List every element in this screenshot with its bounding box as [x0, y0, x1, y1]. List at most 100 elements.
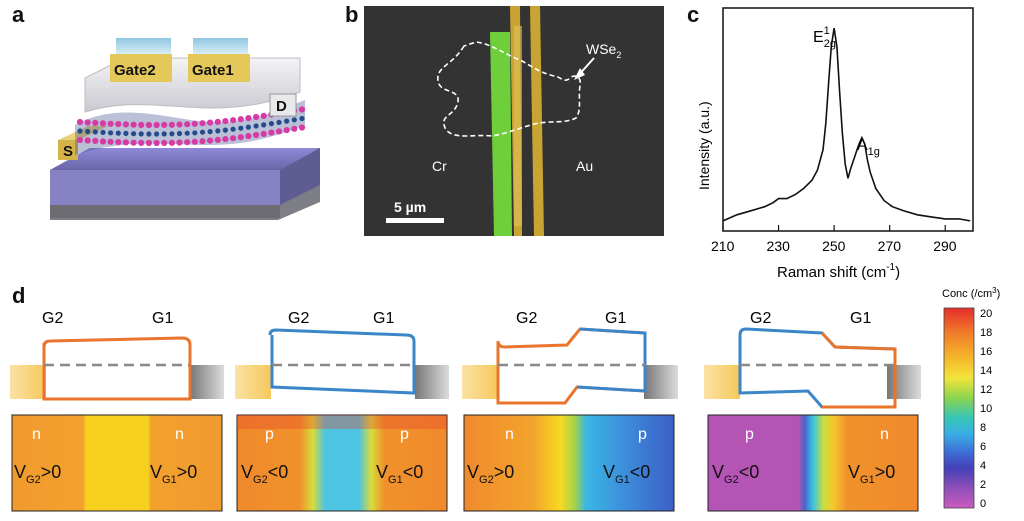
atom	[92, 119, 99, 126]
atom	[85, 128, 91, 135]
panel-label-d: d	[12, 283, 26, 308]
atom	[245, 124, 251, 130]
atom	[138, 139, 145, 146]
atom	[107, 120, 114, 127]
band-diagram-panel: G2 G1 n n VG2>0 VG1>0 G2 G1 p p VG2<0 VG…	[10, 286, 1000, 512]
atom	[115, 121, 122, 128]
panel-label-a: a	[12, 2, 25, 27]
atom	[184, 121, 191, 128]
atom	[283, 127, 290, 134]
svg-text:n: n	[32, 426, 41, 443]
atom	[146, 131, 152, 137]
x-axis-label: Raman shift (cm-1)	[777, 262, 900, 281]
atom	[115, 139, 122, 146]
atom	[207, 137, 214, 144]
panel-label-c: c	[687, 2, 700, 27]
atom	[176, 130, 183, 137]
atom	[222, 127, 228, 133]
atom	[92, 137, 99, 144]
peak-a1g-label: A1g	[857, 137, 880, 158]
svg-text:VG1>0: VG1>0	[848, 462, 895, 486]
colorbar-tick-label: 16	[980, 346, 992, 358]
atom	[299, 115, 305, 122]
svg-text:G2: G2	[288, 310, 309, 327]
svg-text:p: p	[400, 426, 409, 443]
x-tick-label: 210	[711, 238, 735, 254]
atom	[92, 129, 98, 135]
atom	[107, 138, 114, 145]
cr-electrode	[490, 32, 512, 236]
atom	[298, 106, 306, 113]
svg-text:VG2>0: VG2>0	[467, 462, 514, 486]
atom	[207, 119, 214, 126]
atom	[138, 121, 145, 128]
svg-text:VG2<0: VG2<0	[241, 462, 288, 486]
concentration-map	[11, 414, 223, 512]
band-subpanel-3: G2 G1 n p VG2>0 VG1<0	[462, 310, 678, 512]
g1-label: G1	[152, 310, 173, 327]
gate1-electrode: Gate1	[188, 38, 250, 82]
atom	[138, 131, 144, 137]
atom	[230, 117, 237, 124]
atom	[130, 139, 137, 146]
wse2-label: WSe2	[586, 41, 621, 60]
atom	[161, 121, 168, 128]
svg-text:p: p	[745, 426, 754, 443]
atom	[168, 139, 175, 146]
colorbar-tick-label: 20	[980, 308, 992, 320]
atom	[276, 119, 282, 125]
atom	[122, 121, 129, 128]
atom	[238, 125, 244, 131]
atom	[261, 122, 267, 128]
svg-text:G1: G1	[605, 310, 626, 327]
colorbar-tick-label: 10	[980, 403, 992, 415]
atom	[191, 120, 198, 127]
atom	[191, 138, 198, 145]
plot-frame	[722, 7, 974, 232]
colorbar-tick-label: 8	[980, 422, 986, 434]
svg-text:S: S	[63, 143, 73, 160]
atom	[253, 131, 260, 139]
band-edge	[42, 336, 192, 401]
colorbar-tick-label: 0	[980, 498, 986, 510]
svg-text:G1: G1	[850, 310, 871, 327]
atom	[215, 128, 221, 134]
atom	[108, 130, 114, 136]
scalebar-label: 5 µm	[394, 199, 426, 215]
atom	[230, 126, 236, 132]
atom	[176, 139, 183, 146]
atom	[99, 138, 107, 145]
atom	[145, 121, 152, 129]
svg-text:n: n	[505, 426, 514, 443]
svg-text:VG1<0: VG1<0	[603, 462, 650, 486]
atom	[199, 120, 206, 127]
atom	[199, 138, 206, 145]
svg-text:G2: G2	[750, 310, 771, 327]
atom	[130, 121, 137, 128]
atom	[260, 130, 267, 137]
band-subpanel-1: G2 G1 n n VG2>0 VG1>0	[10, 310, 224, 512]
atom	[84, 137, 91, 144]
atom	[275, 128, 283, 135]
colorbar-tick-label: 14	[980, 365, 992, 377]
atom	[237, 134, 244, 141]
svg-text:D: D	[276, 98, 287, 115]
atom	[161, 139, 168, 146]
colorbar-tick-label: 12	[980, 384, 992, 396]
atom	[260, 112, 267, 119]
colorbar-title: Conc (/cm3)	[942, 286, 1000, 300]
svg-text:VG2>0: VG2>0	[14, 462, 61, 486]
atom	[237, 116, 244, 123]
atom	[268, 121, 274, 127]
atom	[214, 118, 221, 125]
svg-text:n: n	[880, 426, 889, 443]
atom	[77, 128, 83, 134]
svg-text:VG1>0: VG1>0	[150, 462, 197, 486]
colorbar-tick-label: 18	[980, 327, 992, 339]
drain-electrode: D	[269, 93, 297, 117]
sem-image: WSe2 Cr Au 5 µm	[364, 6, 664, 236]
atom	[176, 121, 183, 128]
svg-text:Gate1: Gate1	[192, 62, 234, 79]
